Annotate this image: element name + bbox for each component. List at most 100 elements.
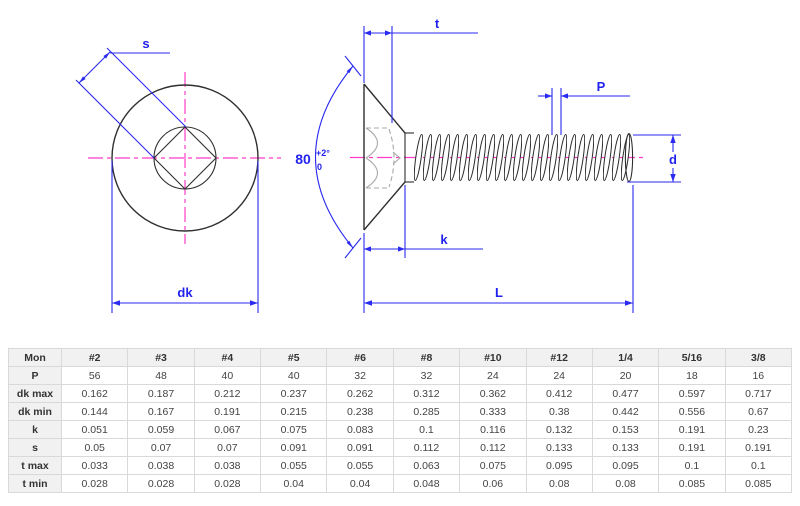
arrowhead xyxy=(364,300,372,306)
column-header: #2 xyxy=(60,348,129,367)
arrowhead xyxy=(545,93,552,99)
table-cell: 0.191 xyxy=(193,402,262,421)
arrowhead xyxy=(79,76,86,83)
column-header: #10 xyxy=(459,348,527,367)
table-cell: 0.1 xyxy=(392,420,461,439)
table-cell: 0.04 xyxy=(326,474,394,493)
table-cell: 0.167 xyxy=(127,402,195,421)
hidden-socket-arcs xyxy=(365,127,379,189)
arrowhead xyxy=(364,246,371,252)
arrowhead xyxy=(364,30,371,36)
s-extension-line xyxy=(75,79,155,159)
column-header: #5 xyxy=(260,348,328,367)
table-cell: 0.412 xyxy=(525,384,593,403)
label-d: d xyxy=(669,152,677,167)
arrowhead xyxy=(250,300,258,306)
table-cell: 0.362 xyxy=(459,384,527,403)
table-cell: 0.116 xyxy=(459,420,527,439)
table-cell: 0.23 xyxy=(724,420,793,439)
table-cell: 0.187 xyxy=(127,384,195,403)
dim-s: s xyxy=(75,36,187,159)
column-header: #8 xyxy=(392,348,461,367)
table-cell: 0.05 xyxy=(60,438,129,457)
table-cell: 0.095 xyxy=(525,456,593,475)
table-cell: 0.285 xyxy=(392,402,461,421)
table-cell: 32 xyxy=(392,366,461,385)
thread-shank xyxy=(414,133,630,182)
arrowhead xyxy=(670,174,676,182)
table-cell: 0.033 xyxy=(60,456,129,475)
technical-drawing: s d k t xyxy=(75,16,681,313)
table-cell: 18 xyxy=(658,366,726,385)
table-cell: 0.04 xyxy=(260,474,328,493)
table-cell: 16 xyxy=(724,366,793,385)
hidden-socket-point xyxy=(392,151,401,165)
table-cell: 0.055 xyxy=(260,456,328,475)
arrowhead xyxy=(112,300,120,306)
table-cell: 0.144 xyxy=(60,402,129,421)
row-label: P xyxy=(8,366,62,385)
label-P: P xyxy=(597,79,606,94)
table-cell: 0.1 xyxy=(724,456,793,475)
table-cell: 0.051 xyxy=(60,420,129,439)
arrowhead xyxy=(398,246,405,252)
column-header: #4 xyxy=(193,348,262,367)
dim-d: d xyxy=(627,134,681,183)
table-cell: 0.038 xyxy=(127,456,195,475)
row-label: t max xyxy=(8,456,62,475)
table-cell: 0.132 xyxy=(525,420,593,439)
table-cell: 0.133 xyxy=(591,438,660,457)
dim-t: t xyxy=(363,16,478,123)
table-cell: 0.312 xyxy=(392,384,461,403)
table-cell: 0.38 xyxy=(525,402,593,421)
table-cell: 0.095 xyxy=(591,456,660,475)
table-cell: 0.07 xyxy=(193,438,262,457)
table-cell: 40 xyxy=(260,366,328,385)
table-cell: 0.112 xyxy=(459,438,527,457)
arrowhead xyxy=(385,30,392,36)
arrowhead xyxy=(670,135,676,143)
table-cell: 0.67 xyxy=(724,402,793,421)
hidden-socket-depth-arc xyxy=(388,128,395,188)
column-header: 3/8 xyxy=(724,348,793,367)
arrowhead xyxy=(346,66,353,74)
dim-P: P xyxy=(538,79,630,135)
head-outer-circle xyxy=(111,84,259,232)
table-cell: 0.075 xyxy=(260,420,328,439)
table-cell: 0.597 xyxy=(658,384,726,403)
row-label: s xyxy=(8,438,62,457)
dim-angle: 80 +2° 0 xyxy=(295,55,362,259)
angle-arc xyxy=(315,65,354,249)
label-angle: 80 xyxy=(295,151,311,167)
row-label: t min xyxy=(8,474,62,493)
table-cell: 0.08 xyxy=(525,474,593,493)
table-cell: 0.477 xyxy=(591,384,660,403)
table-cell: 0.238 xyxy=(326,402,394,421)
column-header: 1/4 xyxy=(591,348,660,367)
table-cell: 0.333 xyxy=(459,402,527,421)
table-cell: 0.153 xyxy=(591,420,660,439)
table-cell: 0.091 xyxy=(326,438,394,457)
label-s: s xyxy=(142,36,149,51)
label-t: t xyxy=(435,16,440,31)
table-cell: 20 xyxy=(591,366,660,385)
table-cell: 0.212 xyxy=(193,384,262,403)
row-label: k xyxy=(8,420,62,439)
dim-k: k xyxy=(363,185,483,313)
table-cell: 0.067 xyxy=(193,420,262,439)
table-cell: 0.028 xyxy=(193,474,262,493)
label-angle-tolerance-minus: 0 xyxy=(317,162,322,172)
dim-L: L xyxy=(364,185,634,313)
